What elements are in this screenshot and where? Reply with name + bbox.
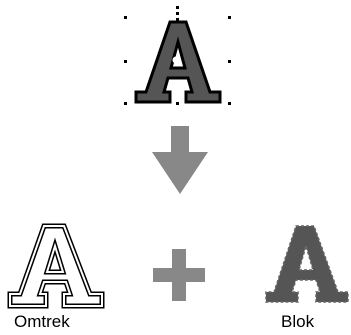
outline-caption: Omtrek [14, 312, 70, 331]
letter-a-outline-icon [7, 223, 105, 309]
selection-handle-bottom-left[interactable] [124, 102, 127, 105]
letter-a-block-icon [265, 225, 349, 303]
selected-letter-object[interactable] [124, 6, 232, 106]
rotate-handle-stem-2 [176, 18, 179, 21]
selection-handle-mid-right[interactable] [228, 60, 231, 63]
selection-handle-top-left[interactable] [124, 16, 127, 19]
selection-handle-bottom-right[interactable] [228, 102, 231, 105]
letter-a-filled-icon [134, 20, 222, 104]
selection-handle-mid-left[interactable] [124, 60, 127, 63]
selection-handle-top-right[interactable] [228, 16, 231, 19]
selection-handle-bottom-mid[interactable] [176, 102, 179, 105]
cursor-icon [172, 56, 180, 64]
plus-icon [153, 249, 205, 301]
block-caption: Blok [281, 312, 315, 331]
rotate-handle-stem [176, 12, 179, 15]
down-arrow-icon [152, 126, 208, 194]
rotate-handle[interactable] [176, 6, 179, 9]
